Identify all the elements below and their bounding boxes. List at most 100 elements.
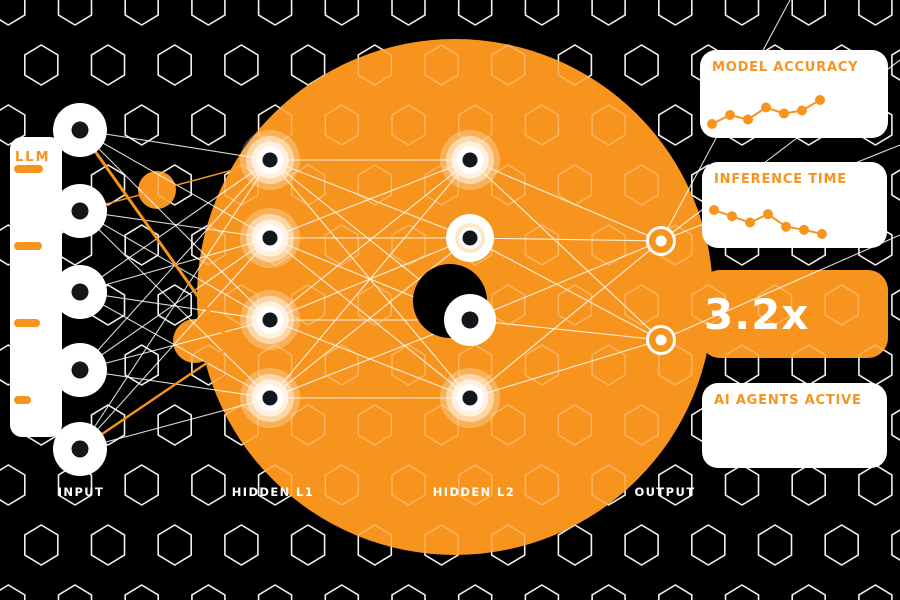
edge [269,159,471,399]
hexagon [290,524,326,566]
hexagon [891,289,900,321]
hexagon [324,584,360,600]
hexagon [491,524,526,555]
inference-time-card: INFERENCE TIME [702,162,887,248]
hexagon [858,0,893,26]
edge [269,237,471,399]
llm-gauge-bar [14,165,43,173]
hexagon [757,524,793,566]
hexagon [0,584,26,600]
label-output: OUTPUT [635,485,696,499]
hexagon [357,524,392,555]
hexagon [124,224,159,266]
hexagon [791,0,827,26]
hexagon [90,524,126,566]
hexagon [591,224,626,266]
hexagon [324,104,359,146]
hexagon [657,584,693,600]
hexagon [557,284,593,326]
edge [79,159,271,212]
llm-panel: LLM [10,137,62,437]
hexagon [658,344,693,386]
hexagon [224,44,259,86]
hidden1-node-1 [240,130,300,190]
input-node-1 [53,103,107,157]
hexagon [224,524,259,566]
hexagon [858,584,893,600]
hexagon [690,524,726,566]
hexagon [591,104,626,146]
hexagon [457,584,493,600]
hexagon [124,0,159,26]
hexagon [591,344,626,386]
hexagon [191,0,226,26]
hexagon [324,224,359,266]
llm-gauge-bar [14,242,42,250]
edge [469,240,662,321]
hexagon [424,524,459,555]
hexagon [23,44,59,86]
input-node-5 [53,422,107,476]
hexagon [0,104,26,146]
hexagon [157,524,192,566]
llm-panel-body [10,137,62,437]
hexagon [891,49,900,81]
hexagon [524,224,560,266]
hexagon [124,584,159,600]
layer-labels: INPUT HIDDEN L1 HIDDEN L2 OUTPUT [58,485,696,499]
edge [79,129,271,161]
edge [79,319,271,371]
hexagon [458,464,493,506]
hexagon [858,464,893,506]
hexagon [657,104,693,146]
hexagon [290,284,326,326]
edge [469,159,662,242]
hexagon [491,44,526,86]
edge [469,237,662,242]
hexagon [90,404,126,446]
edge [469,319,662,341]
hexagon [524,464,560,506]
hexagon [57,464,93,506]
hexagon [0,0,26,26]
llm-gauge-bar [14,319,40,327]
network-nodes [53,103,676,476]
hexagon [391,464,426,506]
hidden1-node-4 [240,368,300,428]
input-node-4 [53,343,107,397]
hexagon [591,584,626,600]
hexagon [557,404,593,446]
hexagon [491,164,526,206]
hexagon [23,524,59,566]
ai-agents-card: AI AGENTS ACTIVE [702,383,887,468]
hidden2-node-1 [440,130,500,190]
hexagon [157,404,192,446]
label-hidden-l2: HIDDEN L2 [433,485,515,499]
hexagon [524,104,560,146]
hidden2-node-4 [440,368,500,428]
hexagon [491,404,526,446]
hexagon [290,404,326,446]
inference-time-title: INFERENCE TIME [714,172,847,187]
hexagon [791,464,827,506]
hexagon [124,464,159,506]
hexagon [524,584,560,600]
hexagon [57,0,93,26]
hidden2-node-3 [444,294,496,346]
hexagon [0,464,26,506]
edge [79,129,271,239]
hexagon [191,104,226,146]
hexagon [891,409,900,441]
hexagon [224,284,259,326]
hexagon [391,584,426,600]
hexagon [357,284,392,326]
edge [469,159,662,341]
hexagon [424,44,459,86]
hexagon [391,224,426,266]
hexagon [591,0,626,26]
hexagon [524,344,560,386]
hexagon [491,284,526,326]
inference-time-sparkline [702,198,887,246]
hexagon [191,584,226,600]
hexagon [624,44,659,86]
